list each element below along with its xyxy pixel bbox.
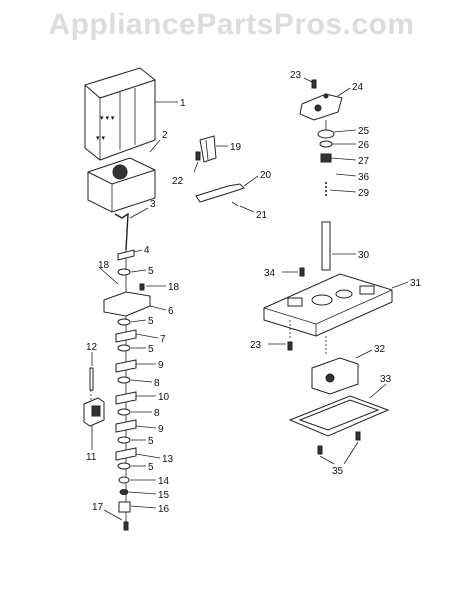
callout-5d: 5 bbox=[148, 436, 154, 447]
callout-4: 4 bbox=[144, 245, 150, 256]
callout-23a: 23 bbox=[290, 70, 302, 81]
switch-assembly bbox=[83, 352, 105, 450]
callout-27: 27 bbox=[358, 156, 370, 167]
callout-32: 32 bbox=[374, 344, 386, 355]
callout-25: 25 bbox=[358, 126, 370, 137]
callout-20: 20 bbox=[260, 170, 272, 181]
callout-11: 11 bbox=[86, 452, 97, 463]
callout-18b: 18 bbox=[168, 282, 180, 293]
svg-text:▾ ▾: ▾ ▾ bbox=[96, 135, 105, 142]
callout-16: 16 bbox=[158, 504, 170, 515]
callout-7: 7 bbox=[160, 334, 166, 345]
callout-5c: 5 bbox=[148, 344, 154, 355]
callout-17: 17 bbox=[92, 502, 104, 513]
callout-22: 22 bbox=[172, 176, 184, 187]
watermark: AppliancePartsPros.com bbox=[48, 8, 415, 41]
callout-13: 13 bbox=[162, 454, 174, 465]
shaft-wire bbox=[114, 207, 149, 251]
callout-2: 2 bbox=[162, 130, 168, 141]
callout-19: 19 bbox=[230, 142, 242, 153]
callout-26: 26 bbox=[358, 140, 370, 151]
callout-1: 1 bbox=[180, 98, 186, 109]
callout-5b: 5 bbox=[148, 316, 154, 327]
callout-33: 33 bbox=[380, 374, 392, 385]
shutoff-arm bbox=[193, 135, 259, 213]
callout-36: 36 bbox=[358, 172, 370, 183]
callout-14: 14 bbox=[158, 476, 170, 487]
callout-8a: 8 bbox=[154, 378, 160, 389]
callout-12: 12 bbox=[86, 342, 98, 353]
callout-5e: 5 bbox=[148, 462, 154, 473]
ice-maker-housing bbox=[87, 139, 161, 213]
callout-10: 10 bbox=[158, 392, 170, 403]
callout-8b: 8 bbox=[154, 408, 160, 419]
callout-23b: 23 bbox=[250, 340, 262, 351]
callout-5a: 5 bbox=[148, 266, 154, 277]
ice-bucket: ▾ ▾ ▾ ▾ ▾ bbox=[84, 67, 178, 161]
callout-24: 24 bbox=[352, 82, 364, 93]
callout-21: 21 bbox=[256, 210, 268, 221]
callout-9a: 9 bbox=[158, 360, 164, 371]
callout-15: 15 bbox=[158, 490, 170, 501]
callout-34: 34 bbox=[264, 268, 276, 279]
callout-30: 30 bbox=[358, 250, 370, 261]
callout-29: 29 bbox=[358, 188, 370, 199]
callout-35: 35 bbox=[332, 466, 344, 477]
callout-9b: 9 bbox=[158, 424, 164, 435]
svg-text:▾ ▾ ▾: ▾ ▾ ▾ bbox=[100, 115, 115, 122]
right-stack bbox=[263, 77, 409, 465]
callout-18a: 18 bbox=[98, 260, 110, 271]
callout-3: 3 bbox=[150, 199, 156, 210]
callout-31: 31 bbox=[410, 278, 422, 289]
left-stack bbox=[99, 249, 167, 531]
callout-6: 6 bbox=[168, 306, 174, 317]
